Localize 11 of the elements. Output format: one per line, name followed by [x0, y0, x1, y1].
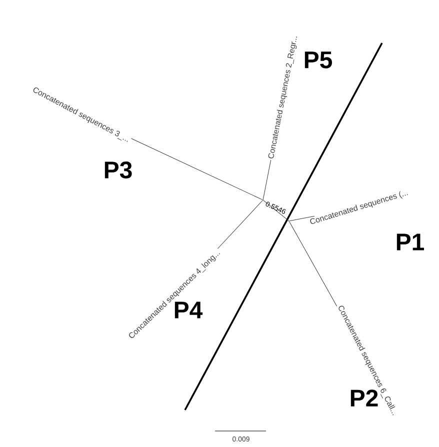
group-label: P5 — [304, 52, 332, 68]
group-label: P1 — [396, 234, 424, 250]
branch-line — [289, 216, 315, 222]
group-label: P4 — [174, 302, 203, 318]
branch-line — [289, 221, 338, 306]
group-label: P2 — [350, 390, 378, 406]
branch-line — [263, 200, 289, 221]
group-label: P3 — [104, 162, 132, 178]
branch-line — [217, 200, 263, 249]
branch-line — [262, 160, 272, 200]
branch-line — [131, 138, 263, 200]
